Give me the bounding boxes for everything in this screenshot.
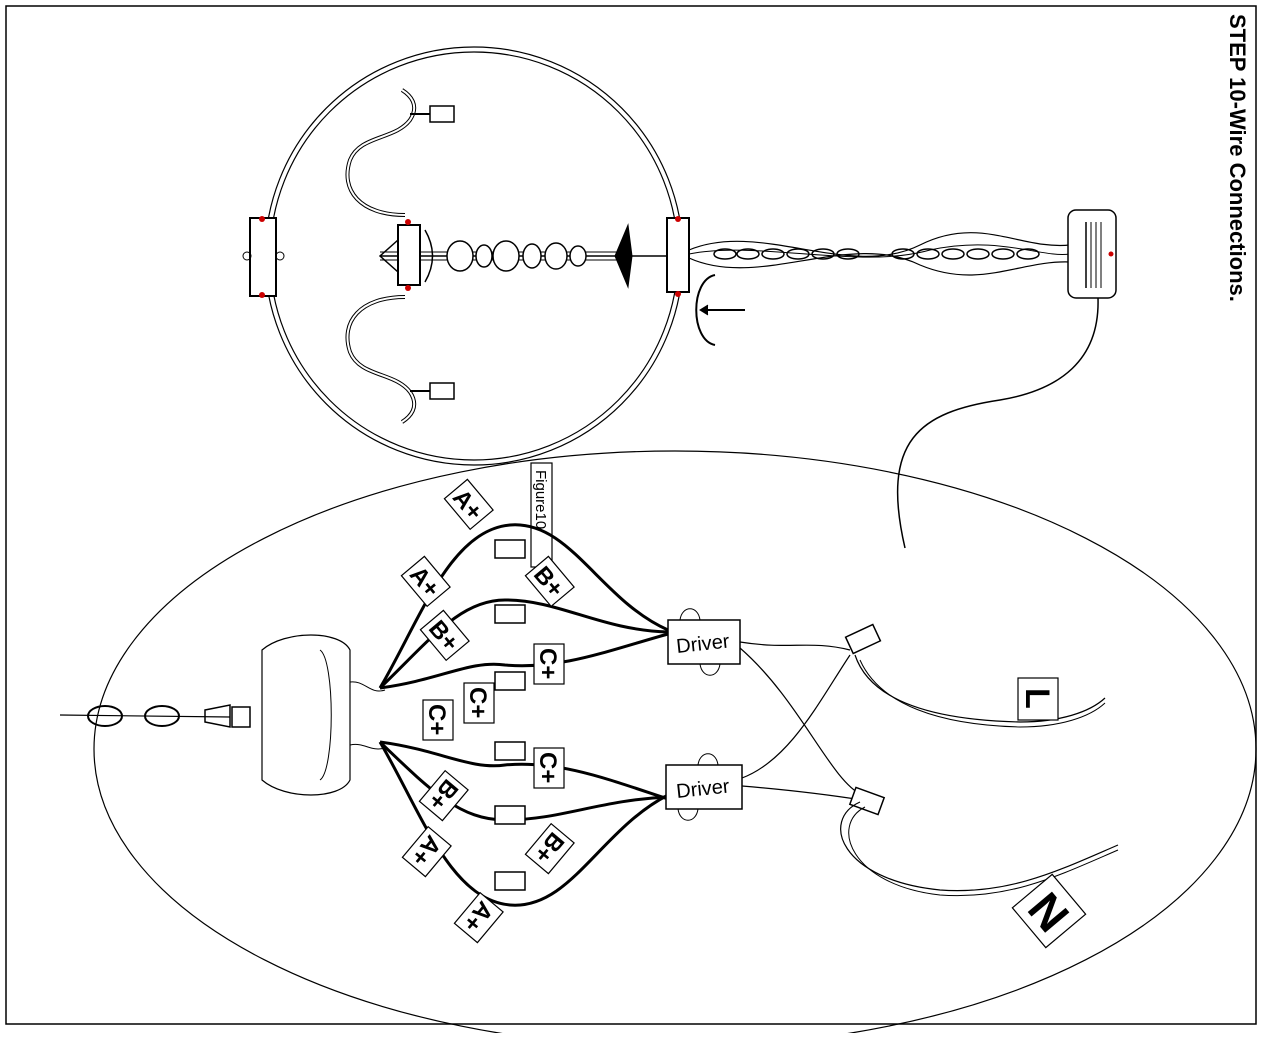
red-markers bbox=[259, 216, 1114, 298]
step-title: STEP 10-Wire Connections. bbox=[1225, 14, 1250, 302]
neutral-terminal-box: N bbox=[1011, 873, 1087, 949]
supply-cable bbox=[896, 297, 1099, 549]
live-terminal-label: L bbox=[1018, 688, 1056, 709]
wire-label-group: A+ A+ B+ B+ C+ C+ C+ C+ bbox=[400, 478, 575, 944]
figure-label: Figure10 bbox=[532, 470, 549, 529]
wiring-detail bbox=[59, 523, 1119, 907]
neutral-terminal-label: N bbox=[1018, 883, 1079, 942]
detail-ellipse bbox=[93, 450, 1257, 1038]
wire-label-c-upper-right: C+ bbox=[534, 648, 561, 679]
wire-label-c-lower-left: C+ bbox=[423, 704, 450, 735]
figure-label-box: Figure10 bbox=[530, 462, 553, 568]
live-terminal-box: L bbox=[1017, 677, 1059, 721]
page-border bbox=[5, 5, 1257, 1025]
wire-label-c-upper-left: C+ bbox=[464, 687, 491, 718]
wire-label-c-lower-right: C+ bbox=[534, 752, 561, 783]
